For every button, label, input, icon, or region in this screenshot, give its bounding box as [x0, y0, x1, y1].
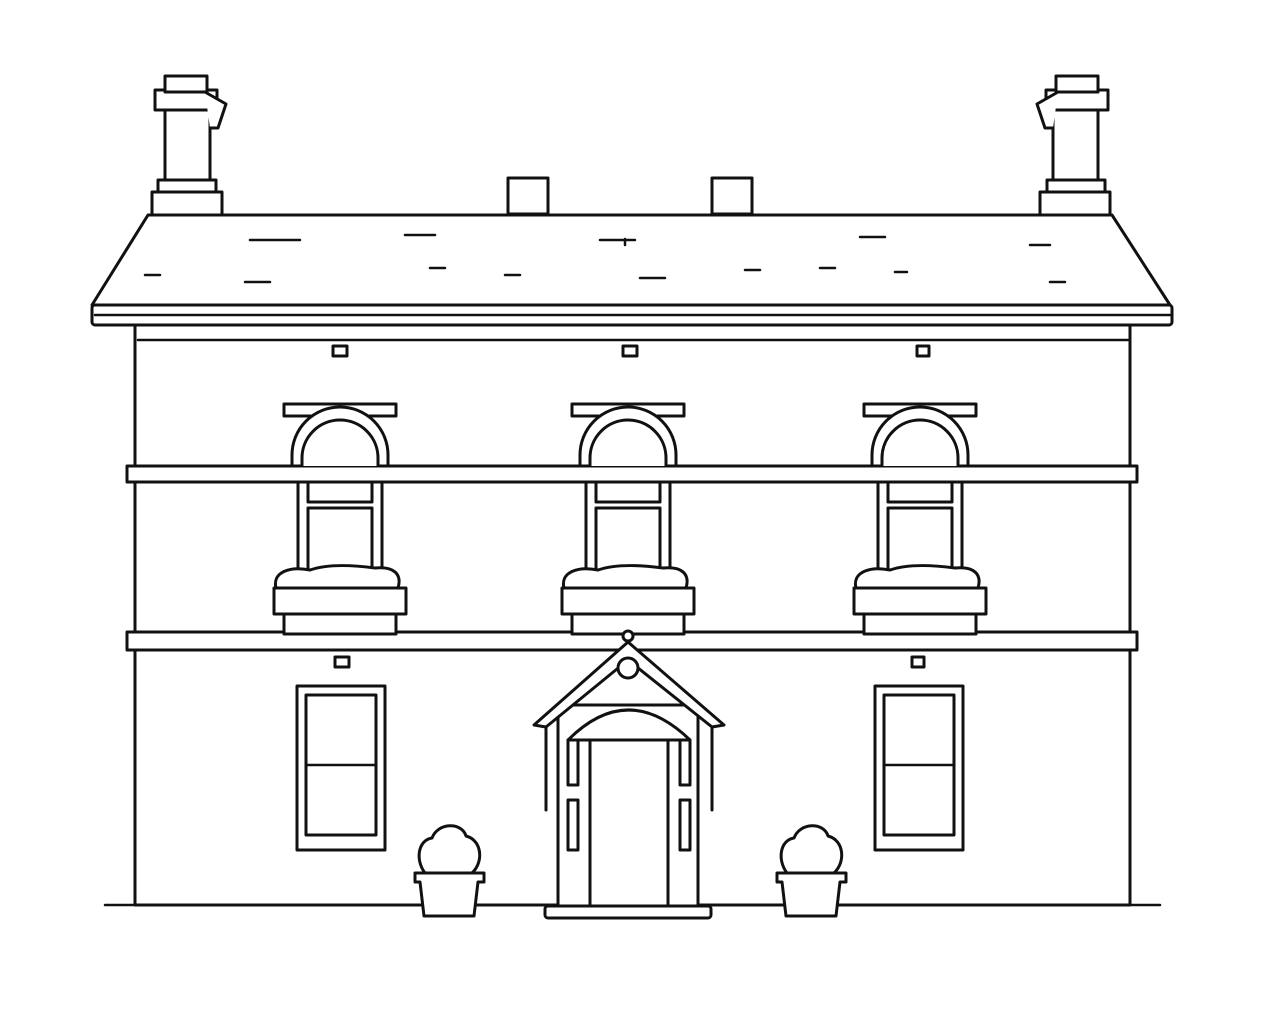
roof-vent-left	[506, 176, 550, 216]
upper-window-2	[560, 402, 696, 636]
left-chimney	[150, 74, 228, 232]
upper-windows	[272, 402, 988, 636]
plant-pot-right	[775, 824, 848, 918]
lower-window-right	[873, 684, 965, 852]
upper-window-1	[272, 402, 408, 636]
right-chimney	[1035, 74, 1112, 232]
roof	[90, 213, 1174, 327]
plant-pot-left	[413, 824, 486, 918]
roof-vent-right	[710, 176, 754, 216]
lower-window-left	[295, 684, 387, 852]
front-door-porch	[532, 629, 726, 920]
upper-window-3	[852, 402, 988, 636]
